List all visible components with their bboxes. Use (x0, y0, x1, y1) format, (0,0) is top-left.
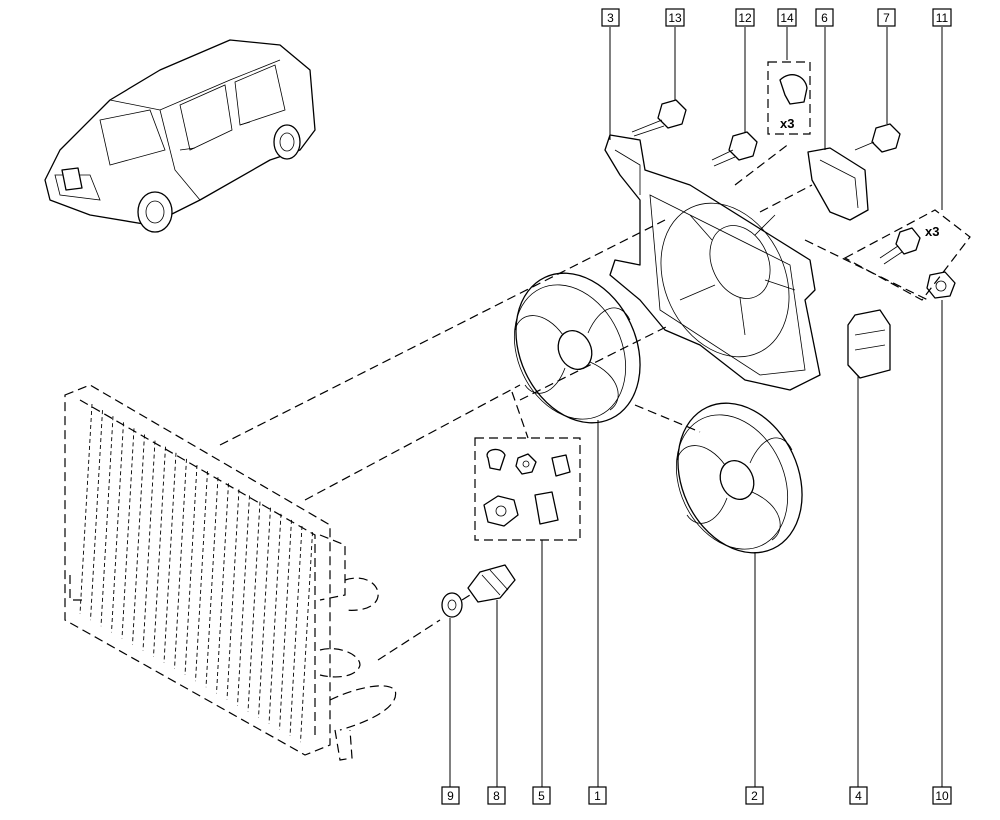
callout-7: 7 (877, 8, 896, 27)
callout-1: 1 (588, 786, 607, 805)
radiator-fin (163, 452, 177, 663)
bolt-11 (879, 227, 921, 265)
callouts-top: 3 13 12 14 6 7 11 (601, 8, 952, 27)
nut-10 (926, 271, 956, 299)
callout-label: 8 (493, 789, 500, 803)
radiator-fin (132, 434, 145, 645)
callout-label: 2 (751, 789, 758, 803)
radiator-fin (184, 464, 198, 676)
radiator-fin (90, 410, 103, 621)
radiator-fin (153, 446, 166, 657)
callout-4: 4 (849, 786, 868, 805)
callout-3: 3 (601, 8, 620, 27)
clip-group-frame (767, 61, 811, 135)
switch-8 (467, 564, 516, 603)
radiator-fin (100, 416, 114, 627)
car-illustration (44, 39, 316, 233)
leader-lines (449, 27, 943, 787)
fastener-kit-5 (483, 448, 571, 527)
bolt-group-frame (843, 209, 971, 301)
callout-label: 1 (594, 789, 601, 803)
callout-label: 11 (936, 11, 949, 25)
radiator-fin (111, 422, 124, 633)
radiator-fin (142, 440, 156, 651)
callout-label: 13 (668, 11, 682, 25)
callout-13: 13 (665, 8, 685, 27)
bracket-6 (807, 147, 869, 221)
radiator (64, 384, 397, 761)
callout-label: 9 (447, 789, 454, 803)
fan-one (513, 272, 641, 424)
callout-label: 6 (821, 11, 828, 25)
washer-9 (441, 592, 463, 618)
resistor-4 (847, 309, 891, 379)
fan-two (675, 402, 803, 554)
clip-14 (779, 74, 808, 105)
callouts-bottom: 9 8 5 1 2 4 10 (441, 786, 952, 805)
radiator-fin (226, 489, 240, 700)
callout-14: 14 (777, 8, 797, 27)
callout-5: 5 (532, 786, 551, 805)
callout-2: 2 (745, 786, 764, 805)
bolt-13 (631, 99, 687, 137)
assembly-lines (219, 142, 929, 661)
clip-group-quantity: x3 (780, 116, 794, 131)
radiator-fin (279, 519, 292, 730)
radiator-fin (237, 495, 250, 706)
bolt-group-quantity: x3 (925, 224, 939, 239)
radiator-fin (205, 477, 219, 688)
callout-12: 12 (735, 8, 755, 27)
radiator-fin (258, 507, 271, 718)
radiator-fin (195, 471, 208, 682)
radiator-fin (247, 501, 261, 712)
callout-label: 10 (935, 789, 949, 803)
radiator-fin (174, 458, 187, 669)
radiator-fin (300, 532, 313, 743)
callout-6: 6 (815, 8, 834, 27)
callout-label: 12 (738, 11, 752, 25)
callout-label: 3 (607, 11, 614, 25)
callout-9: 9 (441, 786, 460, 805)
callout-label: 4 (855, 789, 862, 803)
callout-label: 5 (538, 789, 545, 803)
radiator-fin (216, 483, 229, 694)
bolt-7 (854, 123, 901, 153)
callout-10: 10 (932, 786, 952, 805)
callout-label: 14 (780, 11, 794, 25)
radiator-fin (289, 525, 303, 737)
fan-shroud (604, 134, 821, 391)
callout-11: 11 (932, 8, 952, 27)
bolt-12 (711, 131, 758, 167)
callout-8: 8 (487, 786, 506, 805)
radiator-fin (79, 403, 93, 615)
radiator-fin (268, 513, 282, 724)
callout-label: 7 (883, 11, 890, 25)
fastener-kit-frame (474, 437, 581, 541)
radiator-fin (121, 428, 135, 639)
